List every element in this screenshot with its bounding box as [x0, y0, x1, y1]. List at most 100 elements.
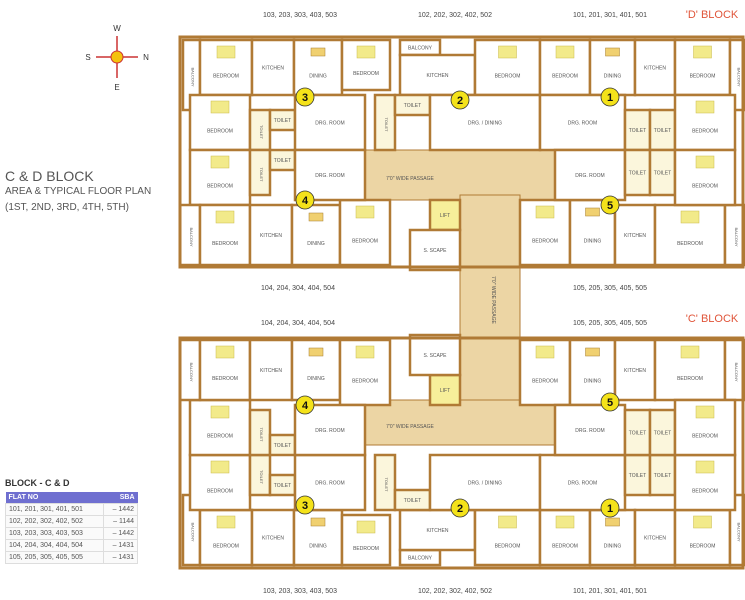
bed-icon [555, 515, 575, 529]
room-label: KITCHEN [624, 368, 646, 374]
room-label: DINING [309, 544, 327, 550]
room-label: BEDROOM [353, 71, 379, 77]
c-block-title: 'C' BLOCK [686, 313, 739, 325]
unit-numbers-label: 102, 202, 302, 402, 502 [418, 12, 492, 19]
c-block-outline [178, 336, 745, 570]
unit-numbers-label: 102, 202, 302, 402, 502 [418, 588, 492, 595]
flat-number-badge [450, 498, 470, 518]
unit-numbers-label: 101, 201, 301, 401, 501 [573, 12, 647, 19]
room-label: BALCONY [191, 67, 196, 86]
room-stair [408, 333, 462, 377]
bed-icon [215, 210, 235, 224]
flat-number: 5 [607, 397, 613, 409]
room-label: BALCONY [189, 227, 194, 246]
room-label: KITCHEN [624, 233, 646, 239]
room-kitchen [398, 53, 477, 97]
room-label: BEDROOM [532, 379, 558, 385]
table-row: 102, 202, 302, 402, 502– 1144 [5, 515, 139, 528]
room-label: BALCONY [737, 67, 742, 86]
passage [459, 194, 521, 406]
d-block-outline [178, 35, 745, 269]
room-toilet [623, 148, 652, 197]
table-row: 103, 203, 303, 403, 503– 1442 [5, 527, 139, 540]
flat-nos: 102, 202, 302, 402, 502 [5, 515, 104, 528]
flat-number-badge [450, 90, 470, 110]
bed-icon [498, 515, 517, 529]
room-label: DRG. / DINING [468, 481, 502, 487]
room-label: BEDROOM [690, 544, 716, 550]
room-label: BEDROOM [552, 544, 578, 550]
flat-number-badge [600, 195, 620, 215]
room-label: TOILET [404, 498, 421, 504]
bed-icon [356, 45, 376, 59]
bed-icon [693, 515, 712, 529]
room-label: BEDROOM [690, 74, 716, 80]
room-kitchen [613, 338, 657, 402]
room-label: DINING [604, 544, 622, 550]
room-label: BEDROOM [495, 544, 521, 550]
room-label: DINING [307, 376, 325, 382]
sba: – 1144 [102, 515, 139, 528]
room-label: DINING [584, 239, 602, 245]
flat-number-badge [295, 87, 315, 107]
table-row: 101, 201, 301, 401, 501– 1442 [5, 503, 139, 516]
bed-icon [215, 345, 235, 359]
room-toilet [648, 148, 677, 197]
bed-icon [695, 405, 715, 419]
flat-number: 4 [302, 195, 309, 207]
room-label: DINING [604, 74, 622, 80]
room-label: TOILET [259, 125, 264, 139]
plan-title: C & D BLOCK [5, 168, 94, 184]
room-label: BEDROOM [692, 184, 718, 190]
room-label: TOILET [259, 470, 264, 484]
room-label: BALCONY [408, 556, 433, 562]
bed-icon [355, 345, 375, 359]
passage-label: 7'0" WIDE PASSAGE [386, 176, 434, 182]
room-label: BALCONY [737, 522, 742, 541]
compass-w: W [113, 24, 121, 33]
room-label: BEDROOM [207, 434, 233, 440]
room-bedroom [673, 398, 737, 457]
room-toilet [248, 148, 272, 197]
dining-table-icon [310, 517, 326, 527]
unit-numbers-label: 105, 205, 305, 405, 505 [573, 285, 647, 292]
room-label: KITCHEN [262, 66, 284, 72]
room-label: DRG. ROOM [315, 428, 344, 434]
room-label: BALCONY [734, 227, 739, 246]
room-label: TOILET [654, 431, 671, 437]
table-row: 104, 204, 304, 404, 504– 1431 [5, 539, 139, 552]
room-label: BEDROOM [352, 239, 378, 245]
bed-icon [210, 100, 230, 114]
sba: – 1442 [102, 503, 139, 516]
room-label: BEDROOM [212, 376, 238, 382]
col-sba: SBA [103, 492, 138, 504]
bed-icon [695, 460, 715, 474]
flat-number-badge [600, 87, 620, 107]
passage-label: 7'0" WIDE PASSAGE [386, 424, 434, 430]
flat-nos: 104, 204, 304, 404, 504 [5, 539, 104, 552]
room-label: TOILET [384, 478, 389, 492]
flat-number-badge [600, 392, 620, 412]
flat-number: 1 [607, 92, 613, 104]
room-label: BEDROOM [213, 544, 239, 550]
room-label: DRG. ROOM [568, 121, 597, 127]
room-label: BALCONY [189, 362, 194, 381]
room-label: KITCHEN [260, 368, 282, 374]
dining-table-icon [308, 212, 324, 222]
bed-icon [210, 155, 230, 169]
room-label: LIFT [440, 388, 450, 394]
bed-icon [216, 515, 236, 529]
room-label: BEDROOM [692, 434, 718, 440]
passage [364, 149, 556, 201]
bed-icon [356, 520, 376, 534]
dining-table-icon [308, 347, 324, 357]
passage-label: 7'0" WIDE PASSAGE [490, 276, 496, 324]
flat-number: 2 [457, 95, 463, 107]
room-label: TOILET [629, 171, 646, 177]
plan-subtitle: AREA & TYPICAL FLOOR PLAN [5, 186, 152, 197]
room-label: BALCONY [408, 46, 433, 52]
room-kitchen [633, 508, 677, 567]
room-label: DINING [307, 241, 325, 247]
room-label: BEDROOM [352, 379, 378, 385]
